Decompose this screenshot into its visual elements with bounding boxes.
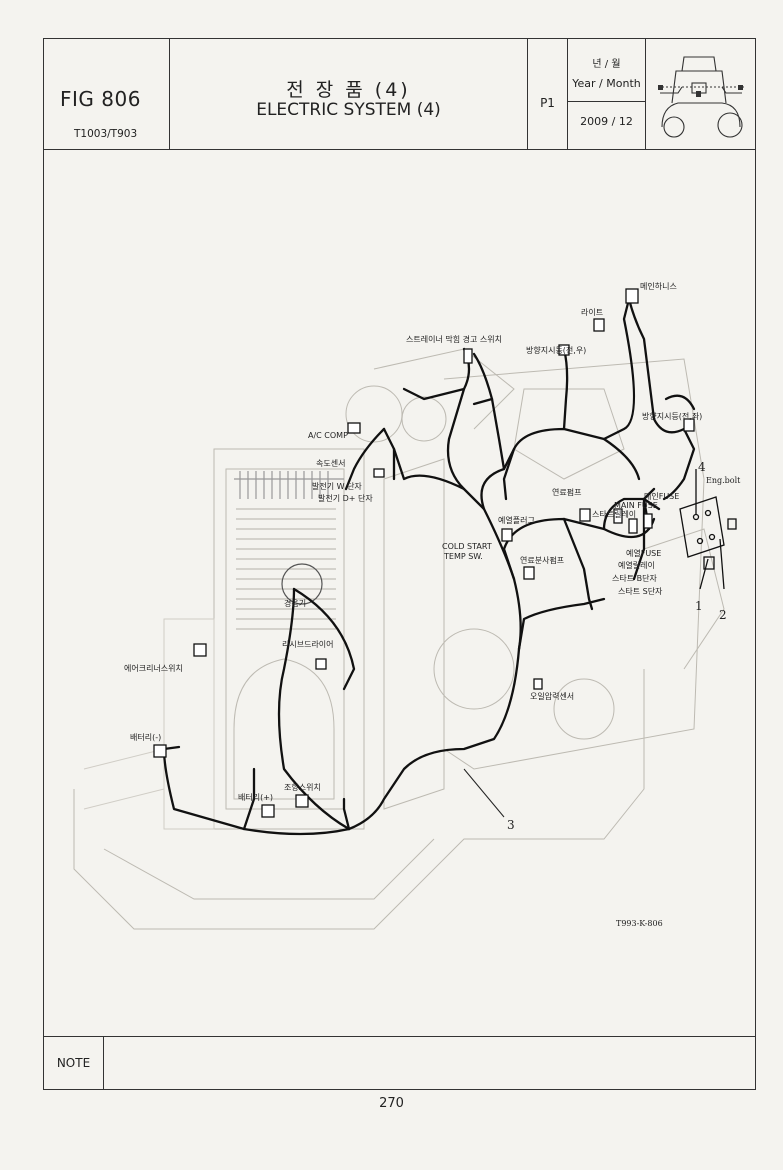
turn-signal-rear-connector [558, 344, 570, 356]
label-preheat-relay: 예열릴레이 [618, 560, 655, 570]
steering-sw-connector [295, 794, 309, 808]
page-frame: FIG 806 T1003/T903 전 장 품 (4) ELECTRIC SY… [43, 38, 756, 1090]
label-speed-sensor: 속도센서 [316, 458, 345, 468]
label-main-fuse-ko: 메인FUSE [644, 491, 679, 501]
label-battery-plus: 배터리(+) [238, 793, 273, 802]
starter-relay-connector [613, 508, 623, 524]
fuse-bracket [679, 469, 737, 590]
aircleaner-sw-connector [193, 643, 207, 657]
model-number: T1003/T903 [74, 128, 138, 140]
date-label-korean: 년 / 월 [592, 59, 621, 70]
page-code: P1 [540, 96, 555, 110]
fan-shroud [383, 458, 445, 810]
label-main-fuse-en: MAIN FUSE [614, 501, 658, 510]
label-ac-comp: A/C COMP [308, 431, 348, 440]
horn-outline [281, 563, 323, 605]
callout-3: 3 [507, 818, 515, 832]
figure-number: FIG 806 [60, 87, 141, 111]
fuel-pump-connector [579, 508, 591, 522]
label-strainer-warning-sw: 스트레이너 막힘 경고 스위치 [406, 334, 502, 344]
label-aircleaner-sw: 에어크리너스위치 [124, 663, 183, 673]
label-horn: 경음기 [284, 598, 306, 608]
callout-2: 2 [719, 608, 727, 622]
label-oil-pressure-sensor: 오일압력센서 [530, 691, 574, 701]
receiver-drier-connector [315, 658, 327, 670]
label-fuel-pump: 연료펌프 [552, 487, 581, 497]
main-harness-connector [625, 288, 639, 304]
drawing-code: T993-K-806 [616, 919, 663, 928]
ac-comp-connector [347, 422, 361, 434]
glow-plug-connector [501, 528, 513, 542]
label-alt-d-terminal: 발전기 D+ 단자 [318, 493, 373, 503]
wire-harness [162, 297, 696, 836]
label-injection-pump: 연료분사펌프 [520, 555, 564, 565]
figure-cell: FIG 806 T1003/T903 [44, 39, 170, 149]
label-turn-signal-front: 방향지시등(전,좌) [642, 411, 702, 421]
tractor-thumbnail-icon [658, 56, 744, 138]
turbo-outline [345, 385, 403, 443]
title-english: ELECTRIC SYSTEM (4) [256, 100, 441, 120]
strainer-sw-connector [463, 348, 473, 364]
page-number: 270 [379, 1096, 404, 1111]
label-eng-bolt: Eng.bolt [706, 476, 741, 485]
engine-illustration: 메인하니스 라이트 스트레이너 막힘 경고 스위치 방향지시등(전,우) 방향지… [73, 281, 741, 930]
label-battery-minus: 배터리(-) [130, 733, 161, 742]
main-fuse-connector [628, 518, 638, 534]
wiring-diagram: 메인하니스 라이트 스트레이너 막힘 경고 스위치 방향지시등(전,우) 방향지… [44, 149, 757, 1036]
battery-minus-connector [153, 744, 167, 758]
date-cell: 년 / 월 Year / Month 2009 / 12 [568, 39, 646, 149]
light-connector [593, 318, 605, 332]
tractor-thumbnail-cell [646, 39, 756, 149]
flywheel-outline [433, 628, 515, 710]
date-value: 2009 / 12 [580, 115, 633, 128]
label-main-harness: 메인하니스 [640, 281, 677, 291]
injection-pump-connector [523, 566, 535, 580]
label-cold-start: COLD START [442, 542, 492, 551]
label-preheat-fuse: 예열FUSE [626, 548, 661, 558]
chassis-outline [73, 669, 645, 930]
page-code-cell: P1 [528, 39, 568, 149]
label-starter-b: 스타트 B단자 [612, 573, 657, 583]
note-label: NOTE [44, 1037, 104, 1090]
note-row: NOTE [44, 1036, 755, 1090]
label-light: 라이트 [581, 307, 603, 317]
label-steering-sw: 조향스위치 [284, 783, 321, 792]
label-starter-relay: 스타트릴레이 [592, 509, 636, 519]
speed-sensor-connector [373, 468, 385, 478]
label-receiver-drier: 리시브드라이어 [282, 639, 334, 649]
turn-signal-front-connector [683, 418, 695, 432]
label-temp-sw: TEMP SW. [443, 552, 483, 561]
callout-4: 4 [698, 460, 706, 474]
preheat-fuse-connector [643, 513, 653, 529]
label-alt-w-terminal: 발전기 W 단자 [312, 481, 362, 491]
battery-plus-connector [261, 804, 275, 818]
label-starter-s: 스타트 S단자 [618, 586, 663, 596]
callout-1: 1 [695, 599, 703, 613]
label-turn-signal-rear: 방향지시등(전,우) [526, 345, 586, 355]
date-divider [568, 101, 645, 102]
title-cell: 전 장 품 (4) ELECTRIC SYSTEM (4) [170, 39, 528, 149]
oil-pressure-connector [533, 678, 543, 690]
date-label-english: Year / Month [572, 77, 641, 90]
title-block: FIG 806 T1003/T903 전 장 품 (4) ELECTRIC SY… [44, 39, 755, 150]
title-korean: 전 장 품 (4) [286, 79, 411, 101]
label-glow-plug: 예열플러그 [498, 515, 535, 525]
